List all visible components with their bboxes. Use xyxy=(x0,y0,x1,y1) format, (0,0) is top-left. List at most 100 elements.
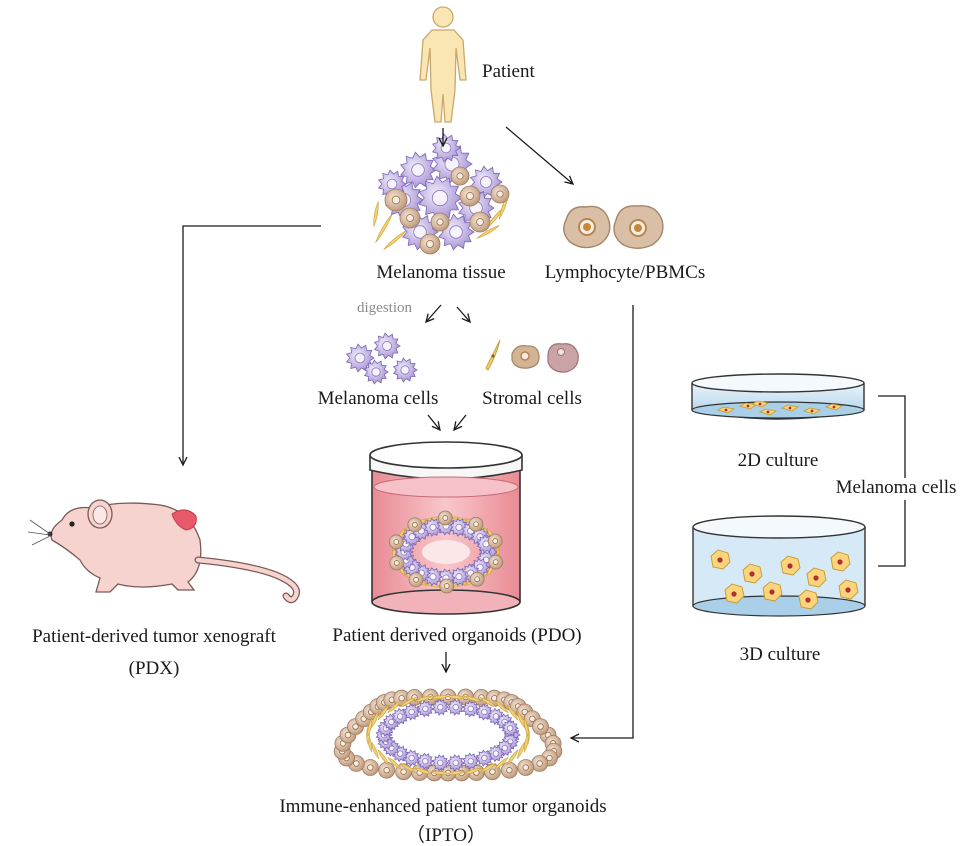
melanoma-nucleus xyxy=(479,175,492,188)
stromal-nucleus xyxy=(344,731,352,739)
stromal-nucleus xyxy=(522,764,529,771)
melanoma-nucleus xyxy=(455,523,463,531)
melanoma-nucleus xyxy=(382,341,392,351)
cell-nucleus xyxy=(724,408,728,412)
stromal-nucleus xyxy=(411,521,418,528)
fibroblast xyxy=(517,741,526,760)
fibroblast xyxy=(387,700,402,714)
fibroblast xyxy=(506,749,519,766)
fibroblast xyxy=(413,695,433,702)
melanoma-nucleus xyxy=(467,757,474,765)
melanoma-tissue-label: Melanoma tissue xyxy=(376,262,506,283)
fibroblast xyxy=(413,768,433,775)
melanoma-nucleus xyxy=(501,744,508,752)
stromal-nucleus xyxy=(456,172,464,180)
cell-nucleus xyxy=(731,591,737,597)
melanoma-nucleus xyxy=(408,533,416,541)
melanoma-nucleus xyxy=(449,225,463,239)
stromal-nucleus xyxy=(443,583,450,589)
fibroblast xyxy=(506,704,519,721)
stromal-nucleus xyxy=(489,768,496,775)
fibroblast xyxy=(494,756,509,770)
stromal-nucleus xyxy=(529,715,536,722)
pdo-lumen xyxy=(422,540,470,564)
melanoma-nucleus xyxy=(481,754,488,762)
melanoma-tissue-icon xyxy=(373,133,510,255)
melanoma-nucleus xyxy=(411,163,425,177)
melanoma-nucleus xyxy=(388,718,395,726)
melanoma-nucleus xyxy=(437,759,444,766)
fibroblast xyxy=(367,717,373,737)
digestion-label: digestion xyxy=(357,300,412,316)
cell-nucleus xyxy=(769,589,775,595)
stromal-nucleus xyxy=(442,515,449,521)
stromal-nucleus xyxy=(536,760,543,767)
lymphocyte-cells-icon xyxy=(563,205,664,249)
fibroblast xyxy=(370,710,379,729)
fibroblast xyxy=(479,697,497,708)
melanoma-nucleus xyxy=(506,725,514,732)
culture-bracket-lower xyxy=(878,500,906,567)
cell-nucleus xyxy=(758,402,762,406)
melanoma-nucleus xyxy=(455,573,463,581)
melanoma-nucleus xyxy=(492,713,500,720)
melanoma-cells-icon xyxy=(345,332,418,385)
culture-3d-dish-icon xyxy=(692,515,866,617)
cell-nucleus xyxy=(749,571,755,577)
melanoma-nucleus xyxy=(452,759,459,766)
pdo-label: Patient derived organoids (PDO) xyxy=(332,625,582,646)
fibroblast xyxy=(523,717,529,737)
pdx-label-line1: Patient-derived tumor xenograft xyxy=(32,626,276,647)
cell-nucleus xyxy=(837,559,843,565)
ipto-label-line2: （IPTO） xyxy=(406,825,486,846)
melanoma-nucleus xyxy=(452,704,459,711)
arrow-patient-to-lymphocyte xyxy=(505,126,573,184)
arrow-stromal-to-pdo xyxy=(454,414,467,430)
stromal-nucleus xyxy=(383,767,390,774)
fibroblast xyxy=(479,762,497,773)
fibroblast xyxy=(377,749,390,766)
fibroblast xyxy=(387,756,402,770)
stromal-nucleus xyxy=(492,559,499,565)
stromal-nucleus xyxy=(406,214,414,222)
stromal-nucleus xyxy=(473,521,479,528)
fibroblast xyxy=(446,695,467,700)
fibroblast xyxy=(523,733,529,753)
lymphocyte-label: Lymphocyte/PBMCs xyxy=(544,262,706,283)
melanoma-nucleus xyxy=(422,705,429,713)
cell-nucleus xyxy=(805,597,811,603)
arrow-lymphocyte-to-ipto xyxy=(571,305,634,738)
melanoma-nucleus xyxy=(396,713,404,720)
fibroblast xyxy=(375,213,393,243)
cell-nucleus xyxy=(788,406,792,410)
pdx-mouse-icon xyxy=(27,499,301,604)
culture-2d-label: 2D culture xyxy=(737,450,819,471)
melanoma-nucleus xyxy=(413,225,427,239)
cell-nucleus xyxy=(845,587,851,593)
stromal-nucleus xyxy=(546,754,553,762)
stromal-nucleus xyxy=(413,576,419,583)
cell-nucleus xyxy=(832,405,836,409)
melanoma-nucleus xyxy=(396,750,404,757)
ipto-lumen xyxy=(408,720,488,750)
arrow-digestion-right xyxy=(456,306,470,322)
stromal-nucleus xyxy=(492,538,499,544)
fibroblast xyxy=(373,201,379,227)
melanoma-nucleus xyxy=(422,757,429,765)
stromal-nucleus xyxy=(426,240,434,248)
fibroblast xyxy=(463,768,483,775)
flow-arrows xyxy=(183,126,906,738)
ipto-label-line1: Immune-enhanced patient tumor organoids xyxy=(279,796,607,817)
patient-label: Patient xyxy=(482,61,535,82)
culture-3d-label: 3D culture xyxy=(739,644,821,665)
stromal-nucleus xyxy=(367,764,374,771)
melanoma-cells-label: Melanoma cells xyxy=(317,388,439,409)
melanoma-nucleus xyxy=(437,704,444,711)
stromal-cells-label: Stromal cells xyxy=(482,388,582,409)
cell-nucleus xyxy=(717,557,723,563)
cell-nucleus xyxy=(813,575,819,581)
arrow-melanoma-to-pdo xyxy=(427,414,440,430)
melanoma-nucleus xyxy=(408,754,415,762)
stromal-cells-icon xyxy=(485,339,579,373)
